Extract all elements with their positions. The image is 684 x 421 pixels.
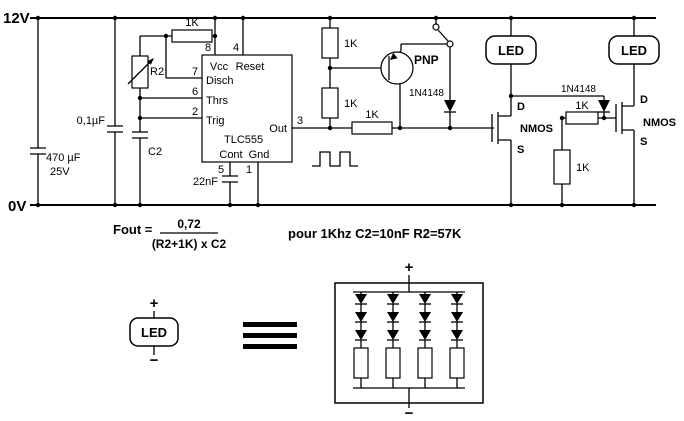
timing-capacitor-c2: C2 <box>132 131 162 158</box>
design-note: pour 1Khz C2=10nF R2=57K <box>288 226 462 241</box>
nmos1-source-label: S <box>517 144 524 156</box>
diode-1n4148-2: 1N4148 <box>561 84 610 113</box>
pin-out-label: Out <box>269 123 287 135</box>
pin-7-number: 7 <box>192 66 198 78</box>
led-module-detail: + − <box>334 259 484 421</box>
gate-resistor-2-value: 1K <box>575 100 589 112</box>
divider-resistor-top: 1K <box>321 27 358 59</box>
module-plus: + <box>405 259 414 276</box>
nmos1-drain-label: D <box>517 101 525 113</box>
timing-resistor-value: 1K <box>185 17 199 29</box>
potentiometer-label: R2 <box>150 66 164 78</box>
rail-label-12v: 12V <box>3 10 30 27</box>
timing-capacitor-label: C2 <box>148 146 162 158</box>
diode1-label: 1N4148 <box>409 88 444 99</box>
bulk-capacitor-value: 470 µF <box>46 152 81 164</box>
legend-led-symbol: + LED − <box>129 295 179 369</box>
pnp-emitter-arrow <box>390 52 398 60</box>
rail-label-0v: 0V <box>8 198 26 215</box>
pin-cont-label: Cont <box>219 149 242 161</box>
legend-led-label: LED <box>141 325 167 340</box>
nmos-transistor-2: NMOS D S <box>640 94 676 148</box>
led-module-2-label: LED <box>621 43 647 58</box>
bulk-capacitor-voltage: 25V <box>50 166 70 178</box>
pin-8-number: 8 <box>205 42 211 54</box>
pin-gnd-label: Gnd <box>249 149 270 161</box>
potentiometer-arrow <box>147 58 154 65</box>
pin-5-number: 5 <box>218 164 224 176</box>
module-wires <box>353 275 465 408</box>
control-capacitor-value: 22nF <box>193 176 218 188</box>
power-switch <box>432 23 454 48</box>
formula-numerator: 0,72 <box>177 217 201 231</box>
pin-trig-label: Trig <box>206 115 225 127</box>
junction-dots <box>35 15 637 208</box>
pin-disch-label: Disch <box>206 75 234 87</box>
control-capacitor-22nf: 22nF <box>193 175 238 188</box>
nmos1-label: NMOS <box>520 123 553 135</box>
module-resistors <box>353 347 465 379</box>
module-minus: − <box>405 405 414 421</box>
decoupling-capacitor: 0,1µF <box>77 115 123 133</box>
decoupling-capacitor-value: 0,1µF <box>77 115 106 127</box>
divider-resistor-bottom: 1K <box>321 87 358 119</box>
pin-6-number: 6 <box>192 86 198 98</box>
divider-resistor-top-value: 1K <box>344 38 358 50</box>
pulldown-resistor: 1K <box>553 149 590 185</box>
timing-resistor: 1K <box>171 17 213 43</box>
diode2-label: 1N4148 <box>561 84 596 95</box>
pin-reset-label: Reset <box>236 61 265 73</box>
pnp-label: PNP <box>414 53 439 67</box>
bulk-capacitor: 470 µF 25V <box>30 147 81 178</box>
led-module-1: LED <box>485 35 537 65</box>
diode-1n4148-1: 1N4148 <box>409 88 456 113</box>
nmos2-drain-label: D <box>640 94 648 106</box>
nmos2-source-label: S <box>640 136 647 148</box>
gate-resistor-2: 1K <box>565 100 599 125</box>
square-wave-icon <box>312 151 358 167</box>
gate-resistor-1: 1K <box>351 109 393 135</box>
divider-resistor-bottom-value: 1K <box>344 98 358 110</box>
led-module-2: LED <box>608 35 660 65</box>
pin-vcc-label: Vcc <box>210 61 229 73</box>
ic-name: TLC555 <box>224 134 263 146</box>
equivalence-icon <box>243 322 297 349</box>
pin-4-number: 4 <box>233 42 239 54</box>
pulldown-resistor-value: 1K <box>576 162 590 174</box>
pin-thrs-label: Thrs <box>206 95 229 107</box>
led-module-1-label: LED <box>498 43 524 58</box>
gate-resistor-1-value: 1K <box>365 109 379 121</box>
formula-denominator: (R2+1K) x C2 <box>152 237 227 251</box>
nmos2-label: NMOS <box>643 117 676 129</box>
nmos-transistor-1: NMOS D S <box>517 101 553 156</box>
pin-1-number: 1 <box>246 164 252 176</box>
pin-2-number: 2 <box>192 106 198 118</box>
formula-lhs: Fout = <box>113 222 153 237</box>
pin-3-number: 3 <box>297 115 303 127</box>
potentiometer-r2: R2 <box>127 55 164 89</box>
legend-plus: + <box>150 295 159 312</box>
frequency-formula: Fout = 0,72 (R2+1K) x C2 <box>113 217 227 251</box>
legend-minus: − <box>150 352 159 369</box>
pnp-transistor: PNP <box>380 51 439 85</box>
tlc555-ic: 8 4 Vcc Reset 7 Disch 6 Thrs 2 Trig TLC5… <box>192 42 303 176</box>
module-led-diodes <box>355 294 463 341</box>
